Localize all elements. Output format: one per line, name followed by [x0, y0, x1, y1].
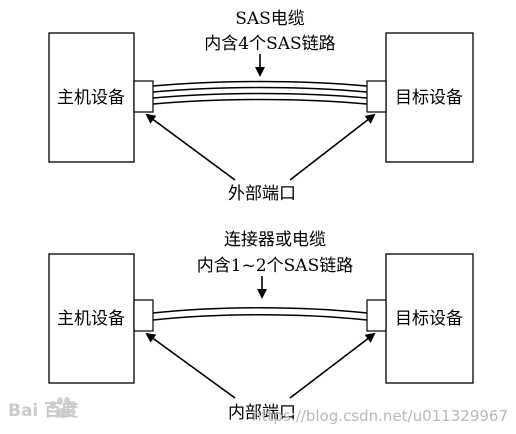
baidu-paw-icon — [50, 397, 76, 418]
baidu-logo-text: Bai 百度 — [8, 400, 79, 421]
baidu-watermark: Bai 百度 — [8, 397, 79, 421]
top-host-port — [133, 80, 154, 113]
top-port-arrow-left — [145, 113, 236, 181]
bottom-port-label: 内部端口 — [228, 403, 296, 423]
top-port-arrow-right — [289, 113, 376, 181]
bottom-sas-link-1 — [152, 307, 368, 314]
top-cable-title: SAS电缆 — [235, 9, 305, 29]
bottom-cable-title: 连接器或电缆 — [224, 230, 326, 250]
top-target-device-label: 目标设备 — [395, 88, 463, 108]
bottom-target-port — [366, 299, 387, 332]
top-sas-link-3 — [152, 92, 368, 99]
bottom-port-arrow-right — [289, 332, 376, 399]
top-target-device-box — [385, 32, 474, 163]
bottom-cable-links — [152, 307, 368, 321]
top-cable-links — [152, 80, 368, 105]
top-sas-link-4 — [152, 98, 368, 105]
top-target-port — [366, 80, 387, 113]
top-host-device-label: 主机设备 — [57, 88, 125, 108]
bottom-target-device-label: 目标设备 — [395, 309, 463, 329]
csdn-url-watermark: https://blog.csdn.net/u011329967 — [252, 407, 508, 425]
bottom-sas-link-2 — [152, 314, 368, 321]
top-host-device-box — [48, 32, 135, 163]
bottom-cable-subtitle: 内含1~2个SAS链路 — [197, 256, 353, 276]
top-diagram: SAS电缆 内含4个SAS链路 主机设备 目标设备 外部端口 — [48, 9, 474, 204]
top-port-label: 外部端口 — [228, 184, 296, 204]
bottom-port-arrow-left — [145, 332, 236, 399]
top-sas-link-1 — [152, 80, 368, 87]
top-sas-link-2 — [152, 86, 368, 93]
bottom-diagram: 连接器或电缆 内含1~2个SAS链路 主机设备 目标设备 内部端口 — [48, 230, 474, 423]
bottom-host-device-box — [48, 253, 135, 384]
bottom-host-port — [133, 299, 154, 332]
top-cable-subtitle: 内含4个SAS链路 — [204, 34, 335, 54]
bottom-host-device-label: 主机设备 — [57, 309, 125, 329]
